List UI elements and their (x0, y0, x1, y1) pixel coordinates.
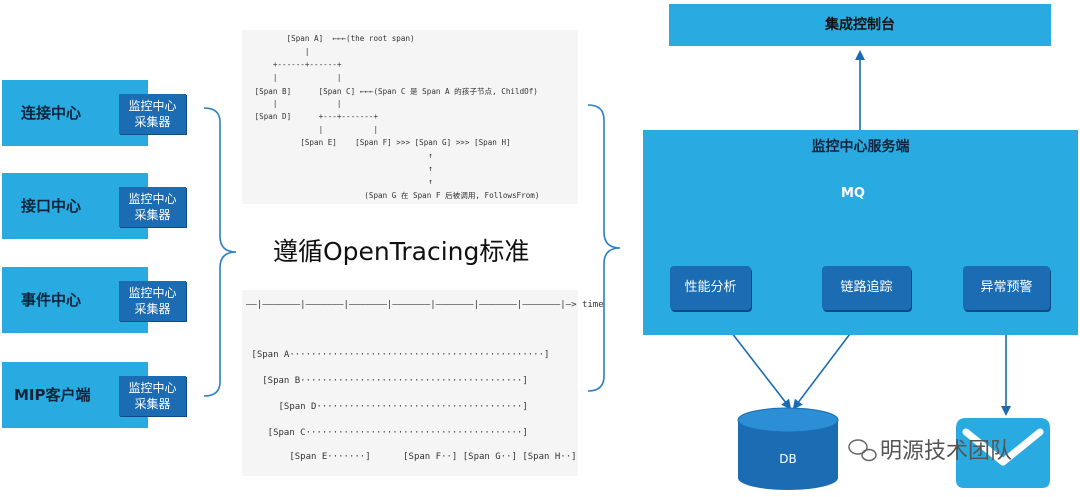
integration-console-box: 集成控制台 (669, 4, 1051, 46)
trace-line: | | (250, 73, 342, 82)
left-brace (203, 107, 237, 397)
collector-line-2: 采集器 (134, 115, 171, 129)
collector-line-2: 采集器 (134, 302, 171, 316)
collector-line-1: 监控中心 (128, 192, 177, 206)
opentracing-standard-title: 遵循OpenTracing标准 (273, 237, 530, 266)
collector-line-1: 监控中心 (128, 381, 177, 395)
trace-line: [Span A] ←←←(the root span) (250, 34, 415, 43)
collector-line-2: 采集器 (134, 397, 171, 411)
trace-line: [Span D] +---+-------+ (250, 112, 379, 121)
span-timeline-panel: ––|–––––––|–––––––|–––––––|–––––––|–––––… (242, 290, 604, 476)
timeline-line: [Span B·································… (246, 376, 528, 386)
watermark-text: 明源技术团队 (880, 439, 1013, 464)
mail-icon (956, 418, 1050, 488)
database-cylinder (737, 407, 839, 490)
right-brace (587, 104, 621, 392)
timeline-line: [Span E·······] [Span F··] [Span G··] [S… (246, 452, 577, 462)
timeline-line: [Span A·································… (246, 350, 550, 360)
trace-line: | | (250, 99, 342, 108)
collector-line-1: 监控中心 (128, 286, 177, 300)
timeline-line: ––|–––––––|–––––––|–––––––|–––––––|–––––… (246, 300, 604, 310)
trace-line: +------+------+ (250, 60, 342, 69)
mq-label: MQ (841, 186, 865, 201)
span-tree-panel: [Span A] ←←←(the root span) | +------+--… (242, 30, 578, 204)
timeline-line: [Span D·································… (246, 402, 528, 412)
collector-box: 监控中心 采集器 (119, 376, 186, 416)
trace-line: | | (250, 125, 379, 134)
source-label: MIP客户端 (14, 386, 91, 404)
trace-line: [Span E] [Span F] >>> [Span G] >>> [Span… (250, 138, 511, 147)
trace-line: ↑ (250, 177, 433, 186)
timeline-line: [Span C·································… (246, 428, 528, 438)
source-label: 接口中心 (20, 197, 81, 215)
trace-line: [Span B] [Span C] ←←←(Span C 是 Span A 的孩… (250, 87, 538, 96)
collector-box: 监控中心 采集器 (119, 94, 186, 134)
trace-line: (Span G 在 Span F 后被调用, FollowsFrom) (250, 191, 540, 200)
trace-tracking-node: 链路追踪 (822, 266, 911, 310)
collector-line-2: 采集器 (134, 208, 171, 222)
wechat-icon (848, 439, 877, 462)
collector-box: 监控中心 采集器 (119, 281, 186, 321)
trace-line: ↑ (250, 164, 433, 173)
collector-box: 监控中心 采集器 (119, 187, 186, 227)
performance-analysis-node: 性能分析 (670, 266, 751, 310)
db-label: DB (779, 452, 797, 466)
server-title: 监控中心服务端 (811, 139, 910, 155)
anomaly-alert-node: 异常预警 (963, 266, 1050, 310)
collector-line-1: 监控中心 (128, 99, 177, 113)
source-label: 连接中心 (20, 104, 81, 122)
source-mip-client: MIP客户端 (2, 362, 148, 428)
trace-line: | (250, 47, 310, 56)
source-label: 事件中心 (20, 291, 81, 309)
trace-line: ↑ (250, 151, 433, 160)
